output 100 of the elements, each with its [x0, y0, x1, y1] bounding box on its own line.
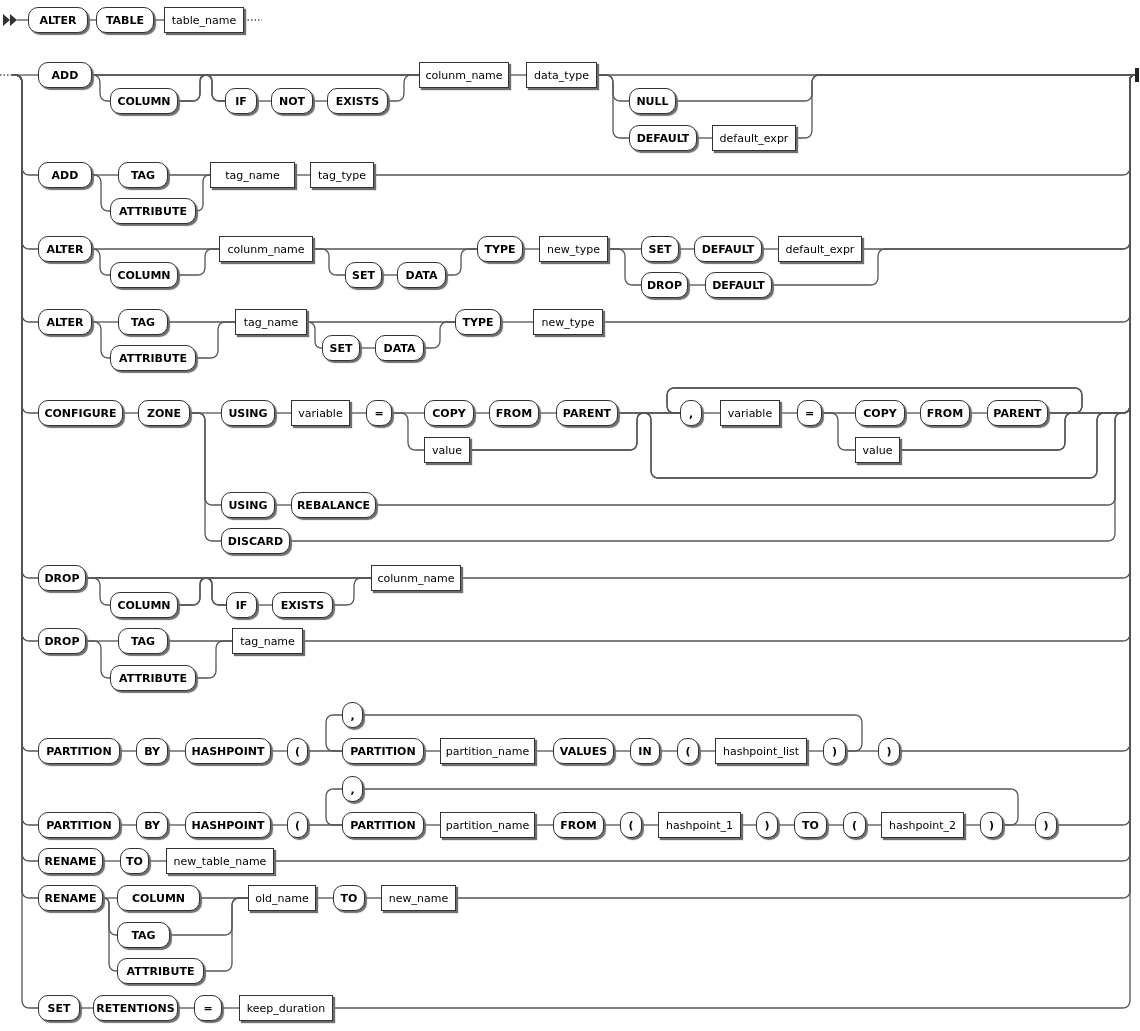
nonterminal-box: default_expr [712, 125, 796, 151]
track-line [508, 74, 527, 76]
track-line [777, 824, 795, 826]
track-line [391, 412, 425, 451]
keyword-box: TO [794, 812, 827, 838]
nonterminal-box: new_type [539, 236, 608, 262]
track-line [687, 284, 706, 286]
keyword-box: COPY [424, 400, 474, 426]
track-line [332, 577, 372, 606]
nonterminal-box: colunm_name [371, 565, 461, 591]
continuation-line [243, 19, 263, 21]
keyword-box: IF [225, 88, 257, 114]
track-line [821, 412, 856, 451]
track-line [963, 824, 981, 826]
track-line [177, 248, 220, 276]
keyword-box: COLUMN [117, 885, 200, 911]
track-line [364, 897, 382, 899]
track-line [678, 248, 695, 250]
track-line [423, 824, 441, 826]
track-line [969, 412, 988, 414]
track-line [148, 860, 167, 862]
keyword-box: , [342, 702, 363, 728]
track-line [904, 412, 921, 414]
keyword-box: SET [345, 262, 382, 288]
keyword-box: BY [136, 738, 168, 764]
keyword-box: ) [823, 738, 846, 764]
keyword-box: TAG [118, 162, 168, 188]
track-line [87, 19, 97, 21]
nonterminal-box: old_name [248, 885, 316, 911]
keyword-box: ADD [38, 62, 92, 88]
keyword-box: USING [221, 400, 275, 426]
keyword-box: USING [221, 492, 275, 518]
track-line [381, 274, 398, 276]
end-marker-icon [1135, 68, 1139, 82]
keyword-box: ALTER [38, 309, 92, 335]
track-line [274, 504, 292, 506]
nonterminal-box: value [855, 437, 900, 463]
keyword-box: ( [620, 812, 642, 838]
keyword-box: ) [980, 812, 1003, 838]
nonterminal-box: value [424, 437, 470, 463]
track-line [221, 1007, 240, 1009]
nonterminal-box: table_name [164, 7, 244, 33]
track-line [779, 412, 798, 414]
track-line [387, 74, 420, 102]
keyword-box: ( [287, 812, 308, 838]
keyword-box: COLUMN [110, 592, 178, 618]
keyword-box: = [366, 400, 392, 426]
keyword-box: IF [226, 592, 257, 618]
track-line [795, 74, 1136, 139]
keyword-box: TAG [117, 922, 170, 948]
keyword-box: ) [756, 812, 778, 838]
keyword-box: ATTRIBUTE [110, 345, 196, 371]
keyword-box: FROM [553, 812, 604, 838]
keyword-box: VALUES [553, 738, 614, 764]
nonterminal-box: keep_duration [239, 995, 333, 1021]
keyword-box: PARENT [987, 400, 1048, 426]
keyword-box: FROM [489, 400, 539, 426]
keyword-box: TO [120, 848, 149, 874]
keyword-box: ( [677, 738, 699, 764]
track-line [698, 750, 716, 752]
keyword-box: ALTER [28, 7, 88, 33]
keyword-box: ZONE [138, 400, 190, 426]
track-line [195, 174, 211, 212]
keyword-box: PARTITION [342, 738, 424, 764]
track-line [102, 860, 121, 862]
keyword-box: SET [38, 995, 80, 1021]
keyword-box: DROP [38, 565, 86, 591]
keyword-box: TABLE [96, 7, 154, 33]
track-line [256, 604, 273, 606]
keyword-box: COPY [855, 400, 905, 426]
track-line [294, 174, 311, 176]
keyword-box: DATA [375, 335, 424, 361]
keyword-box: IN [630, 738, 660, 764]
keyword-box: HASHPOINT [185, 812, 271, 838]
start-marker-icon [3, 14, 17, 26]
keyword-box: TO [333, 885, 365, 911]
track-line [122, 412, 139, 414]
track-line [195, 321, 236, 359]
track-line [349, 412, 367, 414]
nonterminal-box: variable [720, 400, 780, 426]
keyword-box: ) [878, 738, 900, 764]
nonterminal-box: tag_name [235, 309, 307, 335]
keyword-box: TAG [118, 628, 168, 654]
keyword-box: DROP [38, 628, 86, 654]
keyword-box: = [797, 400, 822, 426]
keyword-box: EXISTS [327, 88, 388, 114]
nonterminal-box: partition_name [440, 738, 535, 764]
keyword-box: PARTITION [38, 738, 120, 764]
track-line [701, 412, 721, 414]
keyword-box: COLUMN [110, 88, 178, 114]
keyword-box: RENAME [38, 885, 103, 911]
track-line [274, 412, 292, 414]
keyword-box: NOT [271, 88, 313, 114]
track-line [312, 100, 328, 102]
track-line [423, 750, 441, 752]
nonterminal-box: data_type [526, 62, 597, 88]
nonterminal-box: hashpoint_list [715, 738, 807, 764]
keyword-box: REBALANCE [291, 492, 376, 518]
track-line [167, 750, 186, 752]
track-line [167, 824, 186, 826]
